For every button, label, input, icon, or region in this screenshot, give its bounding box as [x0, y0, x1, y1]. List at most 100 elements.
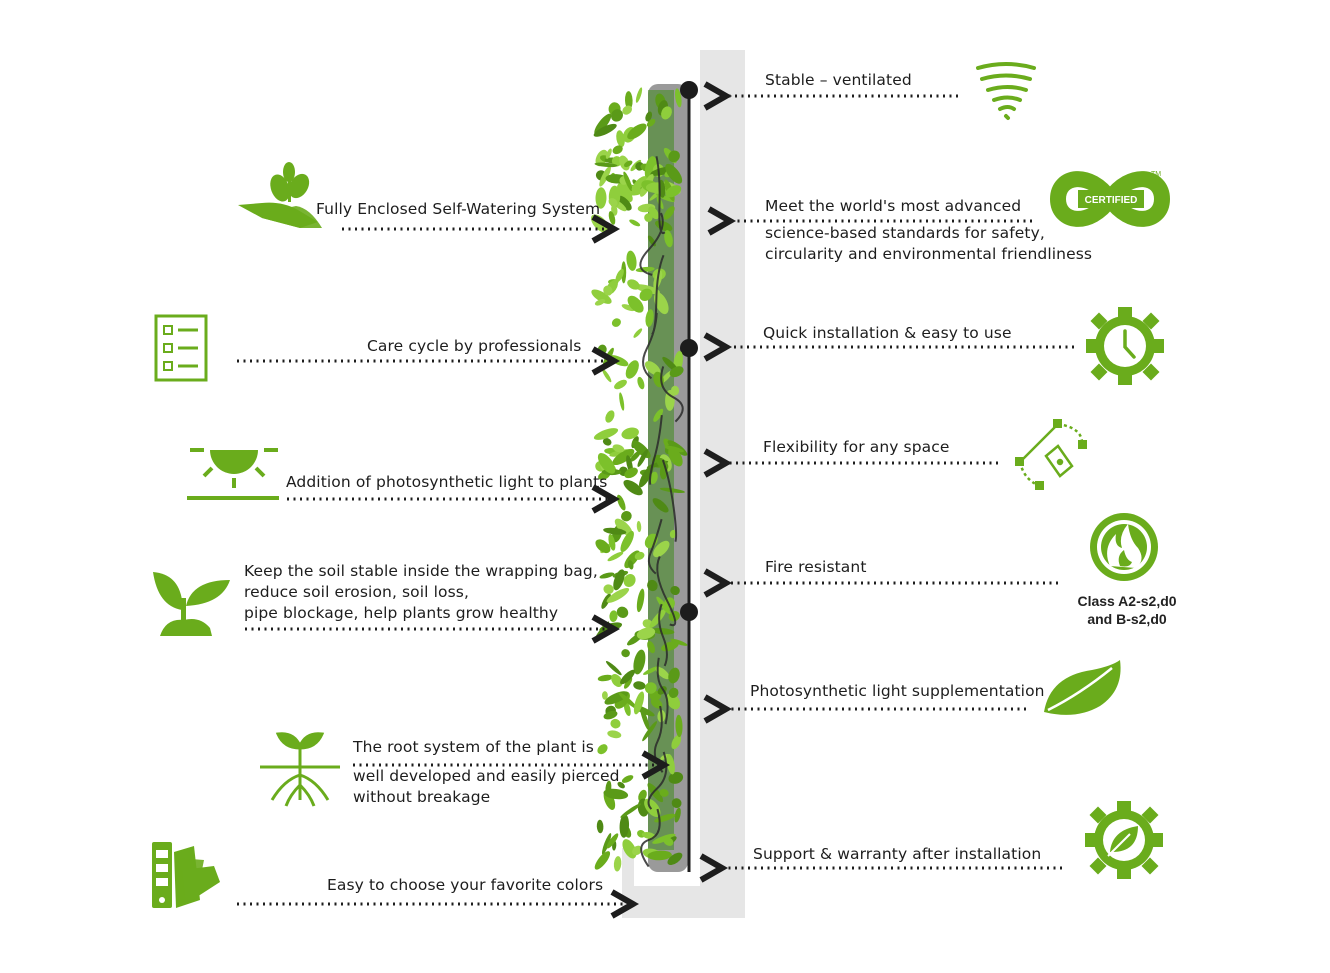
leaf-blob [645, 309, 654, 327]
leaf-blob [619, 814, 630, 838]
leaf-blob [653, 540, 670, 558]
leaf-blob [645, 111, 653, 122]
leaf-blob [612, 444, 625, 453]
leaf-blob [633, 328, 643, 338]
flex-label: Flexibility for any space [763, 438, 950, 456]
soil-label-line: Keep the soil stable inside the wrapping… [244, 562, 598, 580]
leaf-blob [593, 428, 619, 440]
pen-tool-icon [1015, 419, 1087, 490]
wall-slab [700, 50, 745, 918]
leaf-blob [594, 113, 612, 135]
leaf-blob [620, 669, 636, 685]
leaf-blob [621, 775, 634, 783]
leaf-blob [603, 285, 613, 296]
leaf-blob [647, 579, 658, 592]
leaf-blob [664, 230, 673, 248]
leaf-blob [601, 833, 612, 855]
leaf-blob [624, 467, 638, 479]
root-strand [656, 556, 677, 627]
leaf-blob [669, 366, 684, 378]
leaf-blob [644, 682, 657, 694]
leaf-blob [623, 479, 643, 496]
root-strand [649, 415, 663, 485]
leaf-blob [607, 730, 622, 739]
leaf-blob [602, 438, 612, 446]
leaf-blob [624, 91, 633, 110]
leaf-blob [605, 148, 612, 159]
leaf-blob [636, 588, 645, 613]
root-label-line: without breakage [353, 788, 491, 806]
fire-class-label: Class A2-s2,d0 and B-s2,d0 [1062, 592, 1192, 628]
leaf-blob [620, 803, 642, 818]
leaf-blob [621, 649, 630, 658]
leaf-blob [622, 105, 633, 115]
leaf-blob [665, 389, 675, 411]
mount-point [680, 603, 698, 621]
leaf-blob [608, 533, 616, 551]
leaf-blob [643, 666, 660, 675]
leaf-blob [642, 721, 658, 742]
root-strand [656, 657, 669, 725]
standards-label: Meet the world's most advanced science-b… [765, 196, 1105, 265]
leaf-blob [663, 206, 675, 220]
leaf-blob [627, 560, 634, 570]
leaf-blob [668, 667, 680, 684]
leaf-blob [637, 449, 649, 467]
leaf-blob [650, 627, 675, 635]
leaf-blob [625, 360, 639, 379]
leaf-blob [649, 608, 667, 628]
leaf-blob [644, 361, 661, 376]
leaf-blob [597, 344, 607, 355]
gear-clock-icon [1086, 307, 1164, 385]
root-strand [647, 518, 663, 575]
leaf-blob [597, 674, 613, 682]
leaf-blob [649, 471, 658, 485]
leaf-blob [617, 494, 626, 511]
leaf-blob [635, 87, 643, 103]
watering-label: Fully Enclosed Self-Watering System [316, 200, 601, 218]
leaf-blob [614, 379, 627, 390]
leaf-blob [647, 783, 664, 803]
leaf-blob [650, 698, 663, 709]
colors-label: Easy to choose your favorite colors [327, 876, 604, 894]
root-label-line: The root system of the plant is [353, 738, 594, 756]
leaf-blob [605, 660, 622, 676]
leaf-blob [644, 213, 653, 222]
leaf-blob [623, 171, 633, 191]
checklist-icon [154, 314, 208, 382]
sprout-icon [153, 572, 230, 636]
root-strand [661, 459, 678, 543]
leaf-blob [629, 219, 641, 227]
leaf-blob [627, 295, 644, 313]
leaf-blob [665, 185, 682, 198]
fire-class-line: Class A2-s2,d0 [1077, 593, 1177, 609]
leaf-blob [671, 734, 682, 750]
support-label: Support & warranty after installation [753, 845, 1042, 863]
leaf-blob [631, 176, 647, 192]
leaf-blob [594, 851, 611, 870]
install-label: Quick installation & easy to use [763, 324, 1012, 342]
leaf-blob [610, 718, 621, 729]
leaf-blob [597, 744, 608, 755]
care-label: Care cycle by professionals [367, 337, 582, 355]
leaf-blob [594, 299, 606, 306]
leaf-blob [595, 187, 607, 209]
leaf-blob [634, 551, 645, 560]
mount-point [680, 81, 698, 99]
leaf-blob [675, 714, 683, 738]
gear-leaf-icon [1085, 801, 1163, 879]
fire-icon [1090, 513, 1158, 581]
leaf-blob [623, 573, 636, 588]
certified-badge-text: CERTIFIED [1085, 195, 1138, 206]
standards-label-line: circularity and environmental friendline… [765, 245, 1093, 263]
photo-label: Photosynthetic light supplementation [750, 682, 1045, 700]
leaf-blob [621, 427, 639, 440]
leaf-blob [668, 150, 680, 163]
leaf-blob [647, 641, 656, 654]
leaf-blob [618, 692, 638, 709]
leaf-blob [623, 701, 631, 717]
leaf-blob [633, 681, 646, 690]
leaf-blob [612, 448, 635, 466]
leaf-blob [652, 498, 669, 513]
